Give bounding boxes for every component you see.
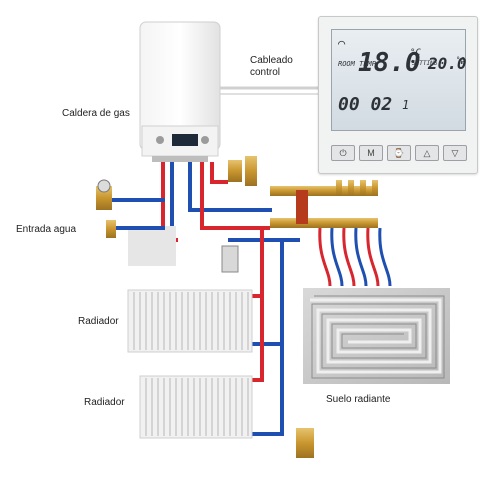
down-button[interactable]: ▽ bbox=[443, 145, 467, 161]
thermostatic-valve bbox=[221, 245, 239, 273]
floor-heating-panel bbox=[303, 288, 450, 384]
wiring-label-line2: control bbox=[250, 67, 281, 78]
clock-display: 00 02 bbox=[338, 94, 393, 115]
room-temp-unit: °C bbox=[410, 48, 421, 58]
boiler-valve bbox=[228, 160, 242, 182]
set-temp-tag: SETTING bbox=[412, 60, 438, 67]
boiler-knob bbox=[156, 136, 164, 144]
thermostat: ⌒ ROOM TEMP 18.0 °C SETTING 20.0 °C 00 0… bbox=[318, 16, 478, 174]
set-temp-unit: °C bbox=[456, 56, 465, 64]
filter-valve bbox=[96, 186, 112, 210]
clock-icon: ⌚ bbox=[393, 148, 405, 158]
boiler-valve bbox=[245, 156, 257, 186]
radiator-pipes bbox=[221, 228, 314, 458]
mode-button[interactable]: M bbox=[359, 145, 383, 161]
floor-loops bbox=[318, 227, 392, 287]
boiler-pipes bbox=[161, 156, 270, 242]
circulation-pump bbox=[296, 190, 308, 224]
floor-manifold bbox=[216, 180, 378, 242]
down-arrow-icon: ▽ bbox=[451, 148, 459, 158]
water-inlet-label: Entrada agua bbox=[16, 224, 77, 235]
control-wiring bbox=[220, 86, 318, 95]
water-inlet-assembly bbox=[96, 179, 176, 266]
boiler-label: Caldera de gas bbox=[62, 108, 130, 119]
set-temperature: 20.0 bbox=[428, 54, 467, 73]
wiring-label-line1: Cableado bbox=[250, 55, 293, 66]
radiator-top bbox=[127, 289, 253, 353]
day-display: 1 bbox=[402, 98, 410, 112]
radiator-bottom-label: Radiador bbox=[84, 397, 125, 408]
floor-heating-label: Suelo radiante bbox=[326, 394, 391, 405]
clock-button[interactable]: ⌚ bbox=[387, 145, 411, 161]
room-temp-tag: ROOM TEMP bbox=[338, 60, 376, 68]
power-icon: ⏻ bbox=[339, 148, 347, 158]
boiler-display bbox=[172, 134, 198, 146]
up-button[interactable]: △ bbox=[415, 145, 439, 161]
radiator-bottom bbox=[139, 375, 253, 439]
room-temperature: 18.0 bbox=[358, 48, 421, 78]
boiler-knob bbox=[201, 136, 209, 144]
radiator-top-label: Radiador bbox=[78, 316, 119, 327]
up-arrow-icon: △ bbox=[423, 148, 431, 158]
signal-icon: ⌒ bbox=[338, 36, 346, 50]
power-button[interactable]: ⏻ bbox=[331, 145, 355, 161]
radiator-valve bbox=[296, 428, 314, 458]
gas-boiler bbox=[139, 21, 221, 162]
thermostat-screen: ⌒ ROOM TEMP 18.0 °C SETTING 20.0 °C 00 0… bbox=[331, 29, 467, 131]
